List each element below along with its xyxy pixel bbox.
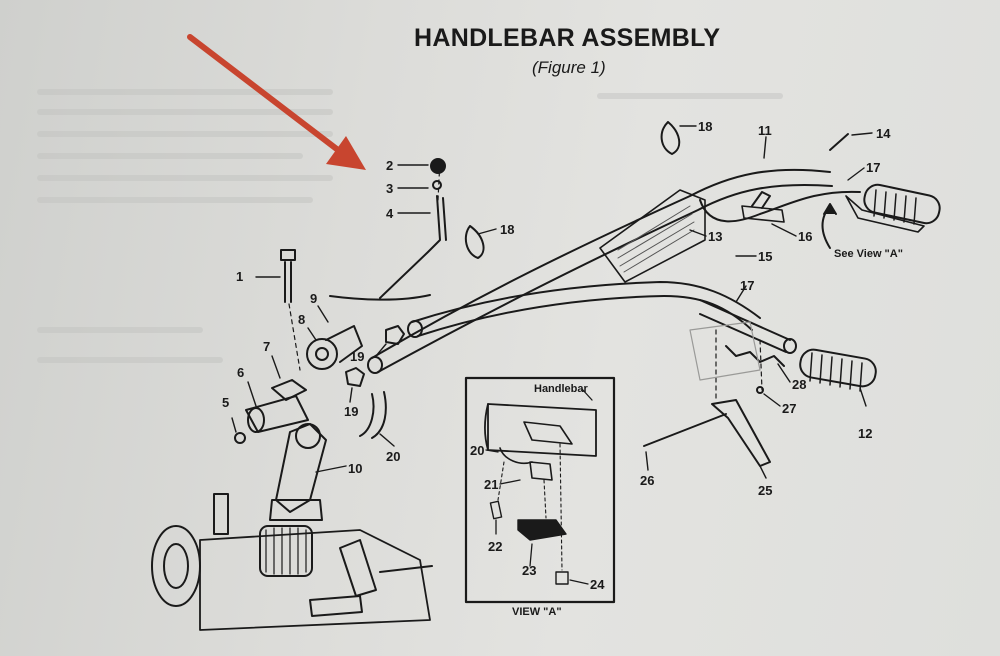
callout-label: 13 [708,229,723,244]
callout-label: 24 [590,577,605,592]
callout-label: 17 [740,278,755,293]
callout-label: 28 [792,377,807,392]
callout-label: 12 [858,426,873,441]
callout-label: 21 [484,477,499,492]
callout-label: 7 [263,339,271,354]
figure-subtitle: (Figure 1) [532,58,606,77]
callout-label: 18 [500,222,515,237]
callout-label: 5 [222,395,230,410]
callout-label: 23 [522,563,537,578]
red-pointer-arrow [187,34,366,170]
callout-label: 10 [348,461,363,476]
callout-label: 1 [236,269,244,284]
callout-label: 15 [758,249,773,264]
callout-label: 2 [386,158,394,173]
callout-label: 20 [470,443,485,458]
callout-label: 19 [350,349,365,364]
callout-label: 19 [344,404,359,419]
inset-handlebar-label: Handlebar [534,383,588,395]
callout-label: 4 [386,206,394,221]
callout-label: 6 [237,365,245,380]
callout-label: 26 [640,473,655,488]
callout-label: 20 [386,449,401,464]
view-a-inset [464,376,616,604]
callout-label: 27 [782,401,797,416]
callout-label: 18 [698,119,713,134]
callout-label: 3 [386,181,394,196]
callout-label: 17 [866,160,881,175]
callout-label: 16 [798,229,813,244]
see-view-label: See View "A" [834,248,903,260]
callout-label: 9 [310,291,318,306]
callout-label: 11 [758,123,772,138]
figure-title: HANDLEBAR ASSEMBLY [414,24,721,52]
callout-label: 14 [876,126,891,141]
callout-label: 8 [298,312,306,327]
callout-label: 25 [758,483,773,498]
inset-caption: VIEW "A" [512,606,562,618]
callout-label: 22 [488,539,503,554]
